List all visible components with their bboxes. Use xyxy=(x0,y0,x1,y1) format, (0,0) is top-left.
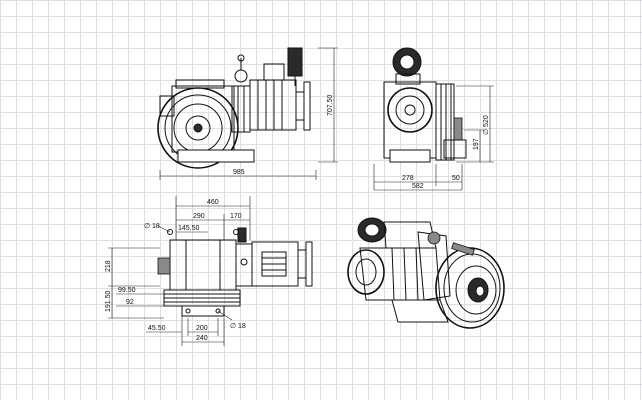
top-shaft-end xyxy=(157,257,171,275)
iso-motor-top xyxy=(383,221,437,249)
side-encoder xyxy=(287,47,303,77)
dim-side-height: 707.50 xyxy=(327,94,334,116)
top-handwheel xyxy=(305,241,313,287)
side-base xyxy=(177,149,255,163)
dim-top-170: 170 xyxy=(230,213,242,220)
top-base xyxy=(181,305,225,317)
dim-top-99-50: 99.50 xyxy=(118,287,136,294)
isometric-view xyxy=(347,217,505,329)
dim-top-218: 218 xyxy=(105,260,112,272)
dim-top-200: 200 xyxy=(196,325,208,332)
top-gearbox xyxy=(169,239,237,291)
dim-top-240: 240 xyxy=(196,335,208,342)
dim-side-width: 985 xyxy=(233,169,245,176)
side-gearbox xyxy=(171,85,235,153)
side-terminal-box xyxy=(263,63,285,81)
dim-top-45-50: 45.50 xyxy=(148,325,166,332)
side-motor xyxy=(249,79,297,131)
side-gearbox-top xyxy=(175,79,225,89)
dim-top-92: 92 xyxy=(126,299,134,306)
iso-base xyxy=(391,299,449,323)
dim-front-278: 278 xyxy=(402,175,414,182)
dim-front-diameter: ∅ 520 xyxy=(483,115,490,135)
front-flange xyxy=(387,87,433,133)
side-handwheel xyxy=(303,81,311,131)
side-brake-lever xyxy=(234,69,248,83)
side-gearbox-flange xyxy=(159,95,175,117)
front-bearing xyxy=(453,117,463,141)
dim-front-50: 50 xyxy=(452,175,460,182)
side-brake xyxy=(231,85,251,133)
front-view: ∅ 520 197 278 50 582 xyxy=(373,47,494,191)
iso-motor-end xyxy=(347,249,385,295)
dim-top-dia18-b: ∅ 18 xyxy=(230,323,246,330)
side-sheave-shaft xyxy=(193,123,203,133)
dim-front-582: 582 xyxy=(412,183,424,190)
top-view: 460 290 170 145.50 ∅ 18 218 191.50 99.50… xyxy=(105,196,313,346)
dim-top-dia18-a: ∅ 18 xyxy=(144,223,160,230)
dim-front-197: 197 xyxy=(473,138,480,150)
front-base xyxy=(389,149,431,163)
top-brake-lever xyxy=(237,227,247,243)
dim-top-460: 460 xyxy=(207,199,219,206)
dim-top-145-50: 145.50 xyxy=(178,225,200,232)
dim-top-191-50: 191.50 xyxy=(105,290,112,312)
side-hub xyxy=(295,91,305,121)
side-view: 985 707.50 xyxy=(157,47,338,180)
dim-top-290: 290 xyxy=(193,213,205,220)
side-sheave-hub xyxy=(185,115,211,141)
front-housing xyxy=(383,81,437,159)
